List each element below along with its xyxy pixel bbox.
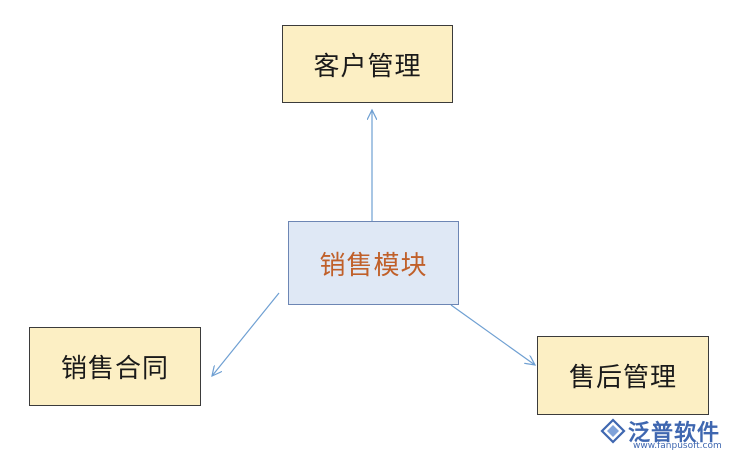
logo-name: 泛普软件 [628,421,721,446]
node-customer-management: 客户管理 [282,25,453,103]
node-sales-contract: 销售合同 [29,327,201,406]
node-after-sales-management: 售后管理 [537,336,709,415]
edge-sales-to-after-sales [450,304,535,365]
edge-sales-to-contract [212,292,280,376]
logo-icon [600,418,626,444]
node-sales-module: 销售模块 [288,221,459,305]
logo-url: www.fanpusoft.com [633,441,722,451]
brand-logo: 泛普软件 www.fanpusoft.com [600,414,726,456]
